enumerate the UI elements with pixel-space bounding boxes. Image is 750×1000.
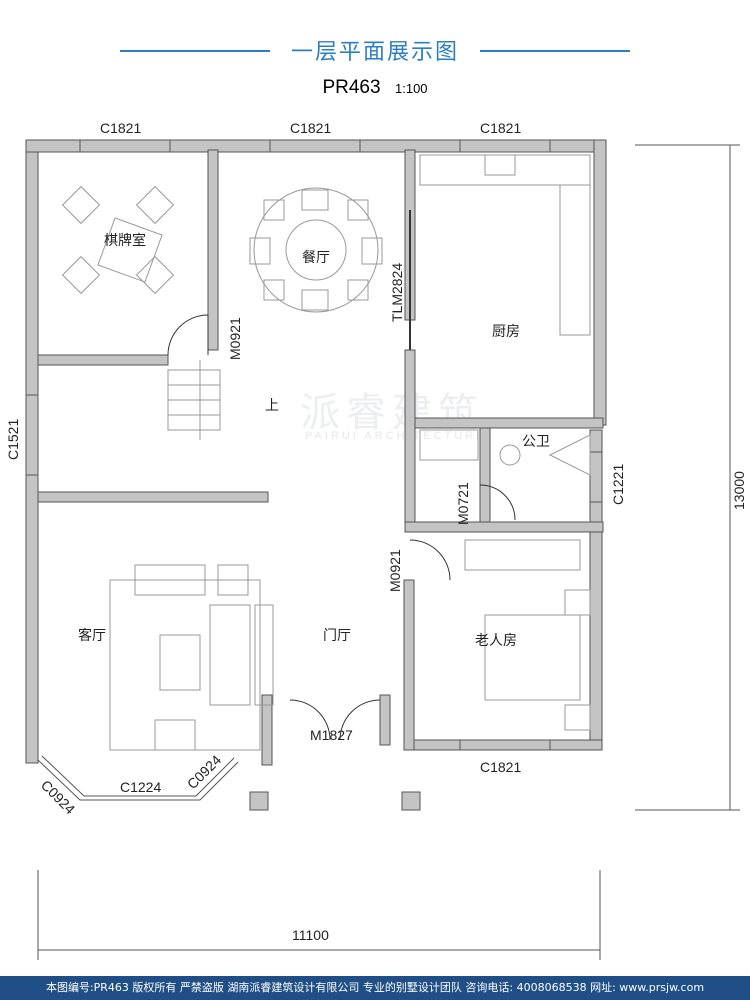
window-bath	[589, 451, 603, 503]
column-left	[249, 791, 269, 811]
wall-elder-bottom	[403, 739, 603, 751]
wardrobe	[464, 539, 581, 571]
dim-width: 11100	[292, 927, 329, 943]
window-left	[25, 394, 39, 476]
room-chess: 棋牌室	[104, 232, 146, 249]
room-kitchen: 厨房	[492, 324, 520, 340]
column-right	[401, 791, 421, 811]
furniture	[61, 154, 591, 751]
window-top-left	[79, 139, 171, 153]
wall-chess-bottom	[37, 354, 169, 366]
wall-kitchen-lower	[404, 349, 416, 526]
plan-code-row: PR463 1:100	[0, 77, 750, 99]
bed	[484, 614, 581, 701]
label-door-kitchen: TLM2824	[389, 263, 405, 322]
room-public-bath: 公卫	[522, 434, 550, 450]
window-top-mid	[269, 139, 361, 153]
label-win-bay-b: C0924	[184, 751, 225, 792]
label-door-main: M1827	[310, 727, 353, 743]
wall-top	[25, 139, 607, 153]
wall-kitchen-bottom	[414, 417, 604, 429]
label-door-chess: M0921	[227, 317, 243, 360]
wall-chess-dining	[207, 149, 219, 351]
sofa-top	[134, 564, 206, 596]
wall-bath-bottom	[404, 521, 604, 533]
label-door-elder: M0921	[387, 549, 403, 592]
wall-elder-left	[403, 579, 415, 751]
room-labels: 棋牌室 餐厅 厨房 公卫 客厅 门厅 老人房 上	[78, 232, 550, 649]
door-main-left	[289, 699, 331, 741]
wall-foyer-right	[379, 694, 391, 746]
wall-right-upper	[593, 139, 607, 426]
dimension-lines	[37, 144, 740, 960]
chess-table	[97, 217, 163, 283]
door-elder-swing	[409, 539, 451, 581]
window-top-right	[459, 139, 551, 153]
room-living: 客厅	[78, 627, 106, 644]
window-elder	[459, 739, 551, 751]
room-elder: 老人房	[475, 633, 517, 649]
coffee-table	[159, 634, 201, 691]
dining-table-outer	[253, 187, 379, 313]
wall-left	[25, 142, 39, 764]
door-chess-swing	[167, 314, 209, 356]
label-win-bay: C1224	[120, 779, 161, 795]
label-win-top-mid: C1821	[290, 120, 331, 136]
page-title: 一层平面展示图	[290, 40, 459, 65]
door-bath-swing	[479, 484, 516, 521]
windows	[25, 139, 603, 801]
door-main-right	[339, 699, 381, 741]
wall-foyer-left	[261, 694, 273, 766]
room-foyer: 门厅	[323, 628, 351, 644]
sofa-right	[209, 604, 251, 706]
label-win-left: C1521	[5, 419, 21, 460]
label-win-elder: C1821	[480, 759, 521, 775]
label-door-bath: M0721	[455, 482, 471, 525]
stair	[167, 369, 221, 431]
label-win-top-left: C1821	[100, 120, 141, 136]
dimension-labels: 11100 13000	[292, 471, 747, 943]
dim-depth: 13000	[731, 471, 747, 510]
room-dining: 餐厅	[302, 250, 330, 266]
wall-right-lower	[589, 429, 603, 751]
opening-labels: C1821 C1821 C1821 C1521 C1221 C1821 C122…	[5, 120, 626, 817]
stair-up-label: 上	[265, 398, 279, 414]
title-line-right	[480, 50, 630, 52]
plan-code: PR463	[322, 77, 381, 98]
plan-scale: 1:100	[395, 81, 428, 96]
window-bay	[37, 759, 239, 801]
vanity	[419, 429, 479, 461]
label-win-top-right: C1821	[480, 120, 521, 136]
title-line-left	[120, 50, 270, 52]
label-win-bath: C1221	[610, 464, 626, 505]
label-win-bay-a: C0924	[38, 777, 79, 818]
watermark-sub: PAIRUI ARCHITECTURE	[305, 430, 487, 442]
corner-shower	[548, 434, 591, 476]
footer-bar: 本图编号:PR463 版权所有 严禁盗版 湖南派睿建筑设计有限公司 专业的别墅设…	[0, 976, 750, 1000]
toilet	[499, 444, 521, 466]
wall-stair-bottom	[37, 491, 269, 503]
kitchen-counter	[419, 154, 591, 186]
wall-bath-left	[479, 427, 491, 529]
doors	[167, 210, 516, 741]
